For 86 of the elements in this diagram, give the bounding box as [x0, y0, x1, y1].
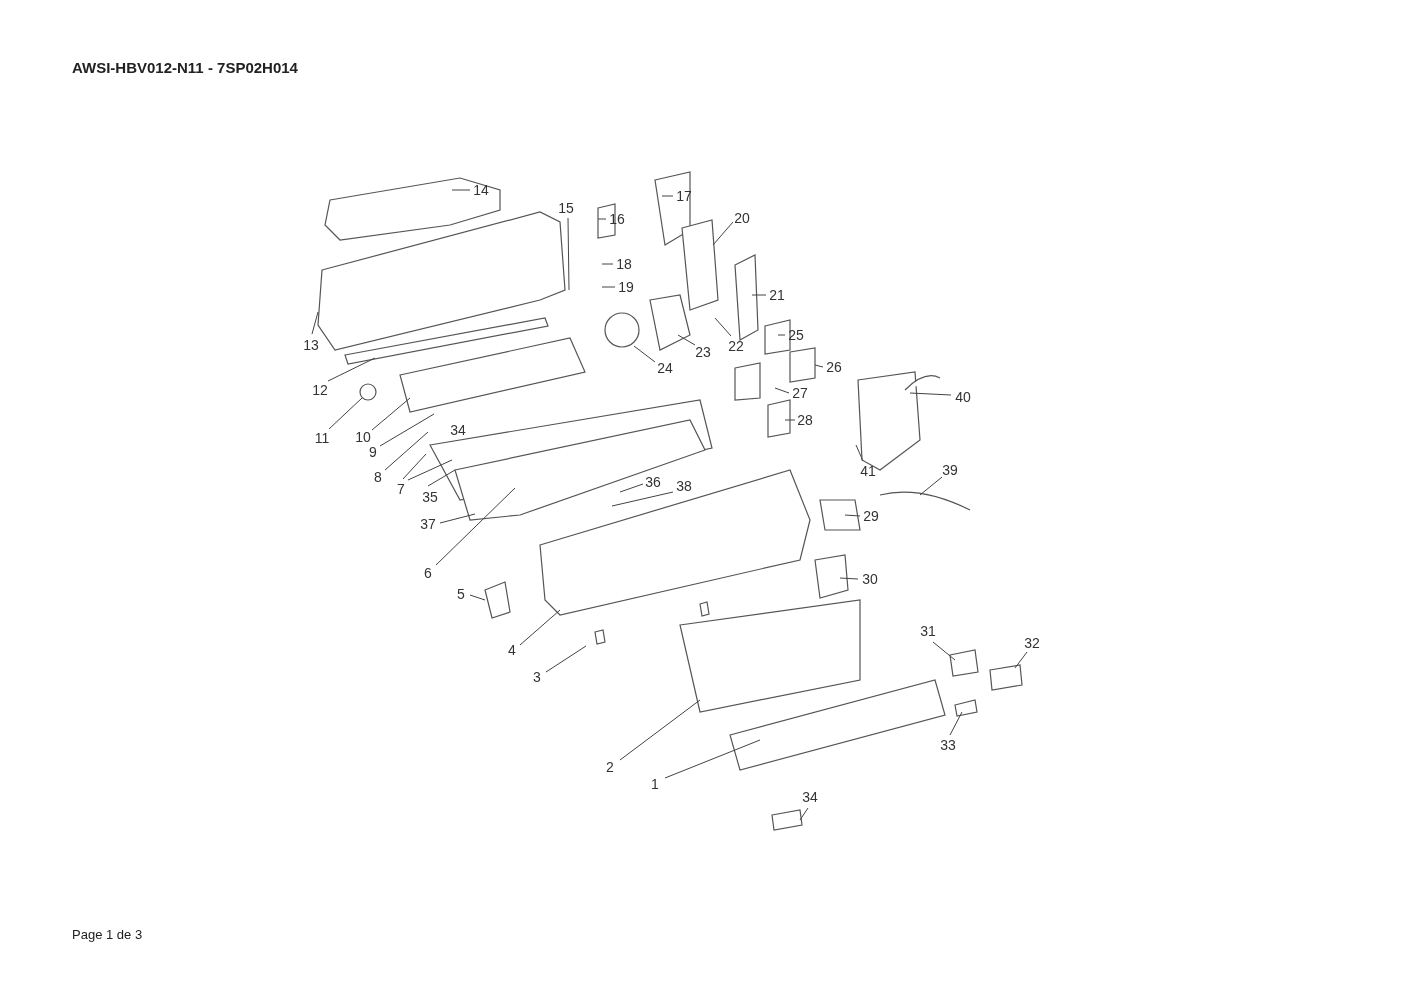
leader-line [844, 514, 861, 517]
callout-number: 9 [369, 445, 377, 459]
leader-line [379, 413, 435, 447]
leader-line [619, 699, 701, 761]
leader-line [633, 345, 656, 363]
leader-line [1014, 651, 1028, 669]
callout-number: 30 [862, 572, 878, 586]
leader-line [469, 594, 486, 601]
callout-number: 35 [422, 490, 438, 504]
page-title: AWSI-HBV012-N11 - 7SP02H014 [72, 60, 298, 75]
leader-line [814, 364, 824, 368]
callout-number: 32 [1024, 636, 1040, 650]
leader-line [932, 641, 956, 661]
callout-number: 19 [618, 280, 634, 294]
callout-number: 34 [450, 423, 466, 437]
callout-number: 24 [657, 361, 673, 375]
leader-line [855, 444, 864, 462]
leader-line [402, 453, 427, 480]
leader-line [909, 392, 952, 396]
callout-number: 13 [303, 338, 319, 352]
leader-line [751, 294, 767, 296]
callout-number: 37 [420, 517, 436, 531]
callout-number: 23 [695, 345, 711, 359]
callout-number: 29 [863, 509, 879, 523]
callout-number: 33 [940, 738, 956, 752]
callout-number: 41 [860, 464, 876, 478]
leader-line [714, 317, 732, 337]
leader-line [784, 419, 796, 421]
leader-line [611, 491, 674, 507]
leader-line [567, 217, 570, 291]
callout-number: 2 [606, 760, 614, 774]
callout-number: 14 [473, 183, 489, 197]
callout-number: 16 [609, 212, 625, 226]
callout-number: 21 [769, 288, 785, 302]
leader-line [774, 387, 790, 394]
leader-line [519, 609, 561, 646]
leader-line [799, 807, 809, 821]
callout-number: 8 [374, 470, 382, 484]
callout-number: 34 [802, 790, 818, 804]
leader-line [949, 711, 963, 736]
leader-line [439, 513, 476, 524]
leader-line [328, 397, 363, 430]
leader-line [601, 263, 614, 265]
callout-number: 39 [942, 463, 958, 477]
callout-number: 3 [533, 670, 541, 684]
callout-number: 27 [792, 386, 808, 400]
leader-line [712, 221, 734, 246]
callout-number: 26 [826, 360, 842, 374]
callout-number: 15 [558, 201, 574, 215]
callout-number: 11 [314, 431, 330, 445]
leader-line [384, 431, 429, 471]
leader-line [371, 397, 411, 431]
leader-line [664, 739, 761, 779]
callout-number: 25 [788, 328, 804, 342]
leader-line [545, 645, 587, 673]
callout-number: 17 [676, 189, 692, 203]
leader-line [311, 311, 319, 335]
leader-line [407, 459, 453, 481]
callout-number: 38 [676, 479, 692, 493]
callout-number: 18 [616, 257, 632, 271]
leader-line [601, 286, 616, 288]
leader-line [327, 357, 376, 382]
callout-number: 28 [797, 413, 813, 427]
callout-number: 22 [728, 339, 744, 353]
callout-number: 31 [920, 624, 936, 638]
callout-number: 36 [645, 475, 661, 489]
leader-line [677, 334, 696, 346]
callout-number: 12 [312, 383, 328, 397]
callout-number: 10 [355, 430, 371, 444]
page-number: Page 1 de 3 [72, 928, 143, 941]
callout-number: 7 [397, 482, 405, 496]
leader-line [777, 334, 786, 336]
callout-number: 40 [955, 390, 971, 404]
callout-number: 1 [651, 777, 659, 791]
leader-line [427, 469, 456, 487]
callout-number: 4 [508, 643, 516, 657]
callout-number: 5 [457, 587, 465, 601]
callout-number: 20 [734, 211, 750, 225]
leader-line [839, 577, 859, 580]
callout-number: 6 [424, 566, 432, 580]
leader-line [619, 483, 644, 493]
leader-line [919, 476, 943, 496]
leader-line [451, 189, 471, 191]
leader-line [435, 487, 516, 566]
leader-line [661, 195, 674, 197]
leader-line [597, 218, 607, 220]
